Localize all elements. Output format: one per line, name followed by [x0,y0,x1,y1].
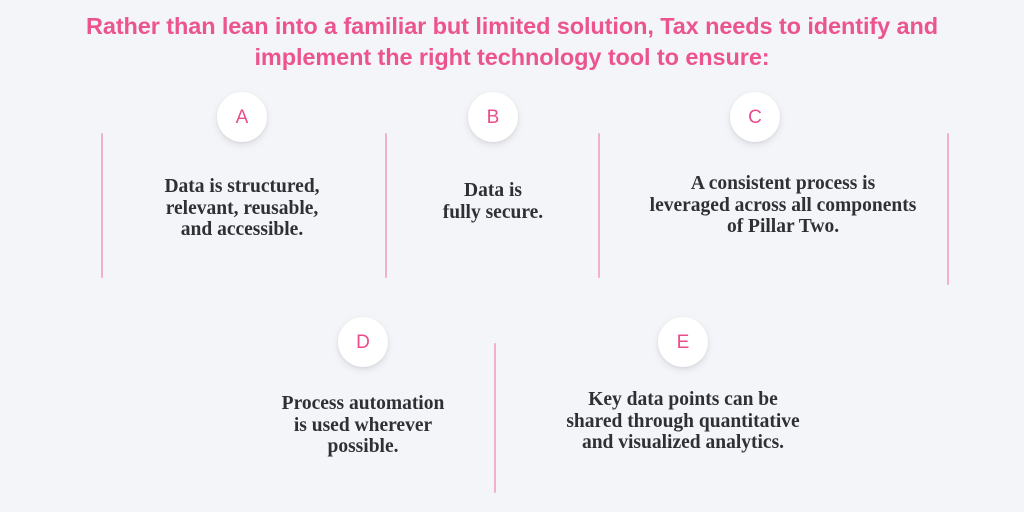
badge-letter-a: A [217,92,267,142]
badge-letter-d: D [338,317,388,367]
badge-letter-c-label: C [748,106,762,128]
list-item-e-text: Key data points can be shared through qu… [566,389,800,453]
badge-letter-c: C [730,92,780,142]
badge-letter-b-label: B [486,106,500,128]
badge-letter-e-label: E [676,331,690,353]
list-item-b-text: Data is fully secure. [442,180,544,223]
badge-letter-a-label: A [235,106,249,128]
page-title: Rather than lean into a familiar but lim… [85,13,939,70]
badge-letter-e: E [658,317,708,367]
list-item-a-text: Data is structured, relevant, reusable, … [164,176,320,240]
divider-row1-a-b [385,133,387,278]
list-item-c-text: A consistent process is leveraged across… [649,173,917,237]
badge-letter-b: B [468,92,518,142]
divider-row1-left [101,133,103,278]
divider-row1-right [947,133,949,285]
divider-row2-d-e [494,343,496,493]
divider-row1-b-c [598,133,600,278]
list-item-d-text: Process automation is used wherever poss… [281,393,445,457]
badge-letter-d-label: D [356,331,370,353]
